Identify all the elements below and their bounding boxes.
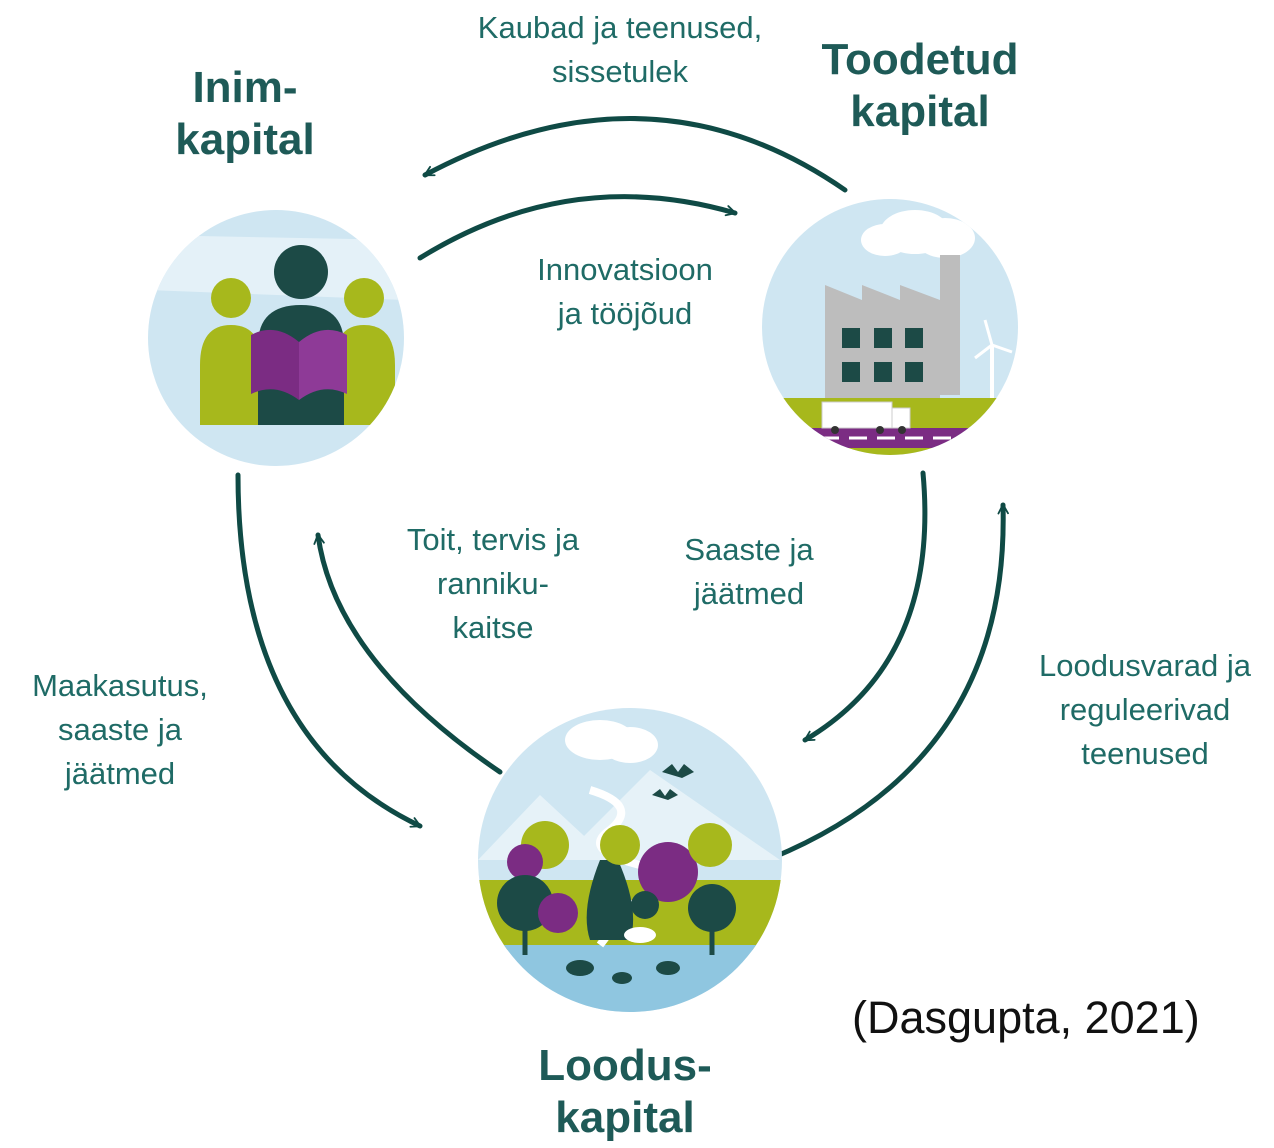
arrow-innovation-labour: [417, 194, 738, 261]
arrow-goods-income: [422, 116, 848, 193]
people-reading-icon: [148, 235, 404, 425]
produced-capital-title-line-2: kapital: [850, 87, 990, 136]
natural-capital-title: Loodus- kapital: [500, 1040, 750, 1144]
flow-label-line: ja tööjõud: [557, 296, 693, 331]
flow-label-line: ranniku-: [437, 566, 549, 601]
arrow-food-health-coast: [313, 532, 503, 775]
nature-icon: [478, 720, 782, 1012]
flow-label-landuse-pollution-waste: Maakasutus, saaste ja jäätmed: [4, 664, 236, 796]
flow-label-line: Toit, tervis ja: [406, 522, 580, 557]
flow-label-food-health-coast: Toit, tervis ja ranniku- kaitse: [365, 518, 621, 650]
human-capital-title-line-2: kapital: [175, 115, 315, 164]
human-capital-illustration: [148, 210, 404, 466]
human-capital-title-line-1: Inim-: [192, 63, 298, 112]
produced-capital-title-line-1: Toodetud: [821, 35, 1019, 84]
arrow-landuse-pollution: [235, 472, 423, 829]
flow-label-line: kaitse: [452, 610, 534, 645]
flow-label-line: Kaubad ja teenused,: [477, 10, 763, 45]
natural-capital-illustration: [478, 708, 782, 1012]
produced-capital-illustration: [762, 199, 1018, 455]
human-capital-title: Inim- kapital: [150, 62, 340, 166]
flow-label-pollution-waste: Saaste ja jäätmed: [640, 528, 858, 616]
produced-capital-title: Toodetud kapital: [790, 34, 1050, 138]
flow-label-line: sissetulek: [551, 54, 689, 89]
citation: (Dasgupta, 2021): [852, 992, 1200, 1043]
flow-label-goods-income: Kaubad ja teenused, sissetulek: [430, 6, 810, 94]
flow-label-resources-regulating: Loodusvarad ja reguleerivad teenused: [1020, 644, 1270, 776]
flow-label-line: Innovatsioon: [537, 252, 713, 287]
natural-capital-title-line-2: kapital: [555, 1093, 695, 1142]
flow-label-line: saaste ja: [57, 712, 183, 747]
natural-capital-title-line-1: Loodus-: [538, 1041, 712, 1090]
flow-label-line: Maakasutus,: [32, 668, 208, 703]
flow-label-line: Loodusvarad ja: [1039, 648, 1251, 683]
arrow-pollution-waste: [802, 470, 928, 743]
flow-label-innovation-labour: Innovatsioon ja tööjõud: [490, 248, 760, 336]
arrow-resources-regulating: [769, 502, 1009, 861]
flow-label-line: jäätmed: [64, 756, 176, 791]
flow-arrows: [235, 116, 1009, 861]
flow-label-line: jäätmed: [693, 576, 805, 611]
flow-label-line: Saaste ja: [684, 532, 814, 567]
flow-label-line: reguleerivad: [1059, 692, 1231, 727]
flow-label-line: teenused: [1081, 736, 1209, 771]
